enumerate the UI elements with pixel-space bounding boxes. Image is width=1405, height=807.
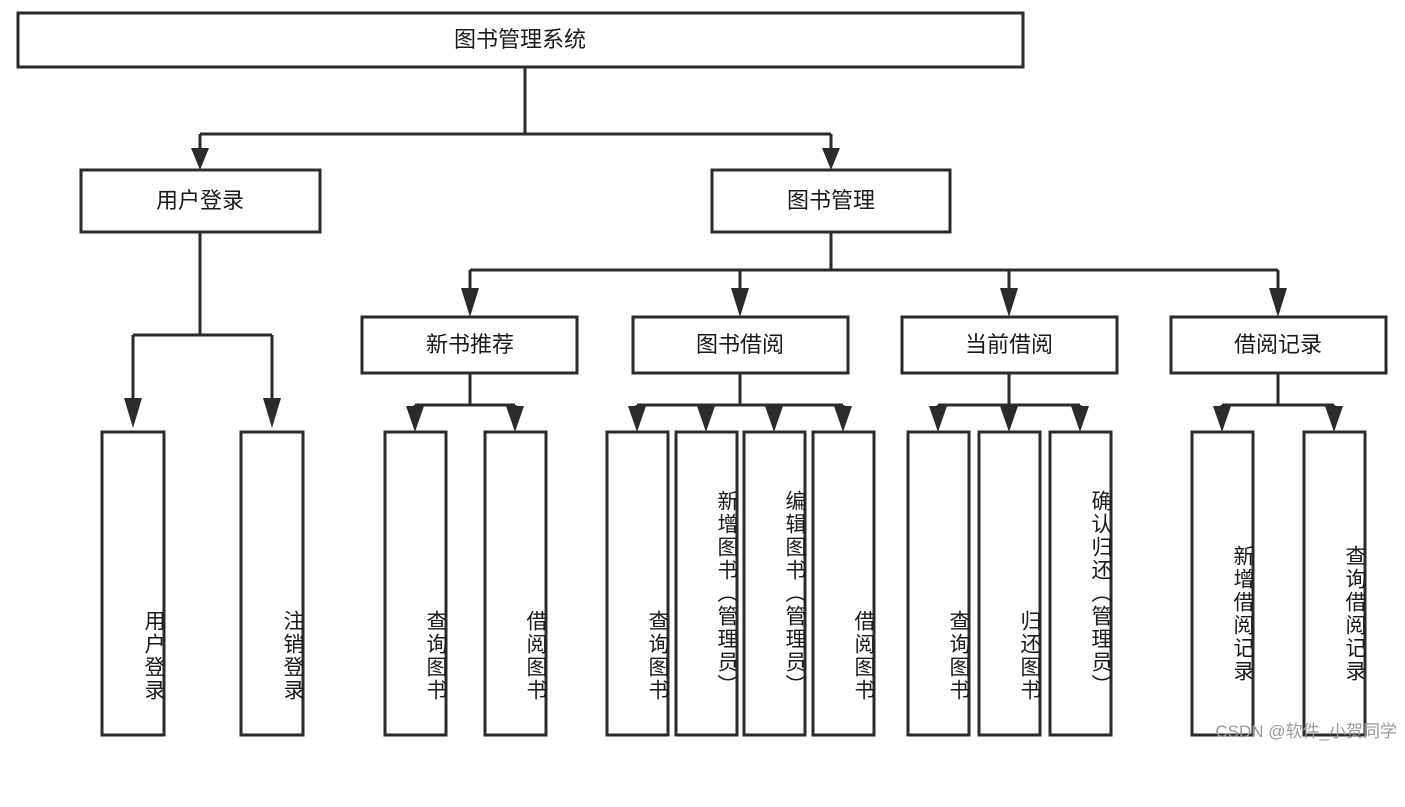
node-current-borrow[interactable]: 当前借阅 — [900, 315, 1119, 375]
csdn-watermark: CSDN @软件_小贺同学 — [1215, 722, 1397, 741]
leaf-box-borrow-add-book[interactable] — [674, 430, 739, 737]
node-book-borrow[interactable]: 图书借阅 — [631, 315, 850, 375]
arrow-head-records-leaf-2 — [1325, 406, 1343, 432]
node-borrow-records-label: 借阅记录 — [1234, 332, 1322, 357]
node-current-borrow-box[interactable] — [900, 315, 1119, 375]
leaf-box-recommend-query-book[interactable] — [383, 430, 448, 737]
arrow-head-borrow-leaf-4 — [834, 406, 852, 432]
arrow-head-recommend-leaf-2 — [506, 406, 524, 432]
node-user-login-label: 用户登录 — [156, 188, 244, 213]
arrow-head-new-book-recommend — [461, 288, 479, 317]
node-root-box[interactable] — [16, 11, 1025, 69]
leaf-box-records-add-record[interactable] — [1190, 430, 1255, 737]
node-borrow-records-box[interactable] — [1169, 315, 1388, 375]
arrow-head-leaf-user-login — [124, 398, 142, 428]
node-new-book-recommend-box[interactable] — [360, 315, 579, 375]
node-book-management[interactable]: 图书管理 — [710, 168, 952, 234]
node-book-management-box[interactable] — [710, 168, 952, 234]
leaf-box-current-return-book[interactable] — [977, 430, 1042, 737]
arrow-head-borrow-leaf-2 — [697, 406, 715, 432]
arrow-head-borrow-records — [1269, 288, 1287, 317]
leaf-box-user-login[interactable] — [100, 430, 166, 737]
leaf-box-recommend-borrow-book[interactable] — [483, 430, 548, 737]
arrow-head-current-borrow — [1000, 288, 1018, 317]
node-current-borrow-label: 当前借阅 — [965, 332, 1053, 357]
node-borrow-records[interactable]: 借阅记录 — [1169, 315, 1388, 375]
arrow-head-user-login — [191, 148, 209, 170]
arrow-head-borrow-leaf-1 — [628, 406, 646, 432]
node-user-login-box[interactable] — [79, 168, 322, 234]
leaf-box-logout[interactable] — [239, 430, 305, 737]
arrow-head-leaf-logout — [263, 398, 281, 428]
node-new-book-recommend[interactable]: 新书推荐 — [360, 315, 579, 375]
arrow-head-borrow-leaf-3 — [765, 406, 783, 432]
arrow-head-current-leaf-2 — [1000, 406, 1018, 432]
connector-group — [124, 67, 1343, 432]
arrow-head-book-borrow — [731, 288, 749, 317]
node-new-book-recommend-label: 新书推荐 — [426, 332, 514, 357]
leaf-box-borrow-borrow-book[interactable] — [811, 430, 876, 737]
arrow-head-current-leaf-3 — [1071, 406, 1089, 432]
node-root[interactable]: 图书管理系统 — [16, 11, 1025, 69]
leaf-box-borrow-edit-book[interactable] — [742, 430, 807, 737]
arrow-head-records-leaf-1 — [1213, 406, 1231, 432]
arrow-head-book-mgmt — [822, 148, 840, 170]
hierarchy-tree-svg: 图书管理系统 用户登录 图书管理 新书推荐 图书借阅 当前借阅 借阅记录 — [16, 11, 1388, 737]
leaf-box-borrow-query-book[interactable] — [605, 430, 670, 737]
diagram-canvas: 图书管理系统 用户登录 图书管理 新书推荐 图书借阅 当前借阅 借阅记录 — [16, 11, 1397, 741]
node-book-borrow-box[interactable] — [631, 315, 850, 375]
arrow-head-recommend-leaf-1 — [406, 406, 424, 432]
leaf-box-current-confirm-return[interactable] — [1048, 430, 1113, 737]
node-user-login[interactable]: 用户登录 — [79, 168, 322, 234]
leaf-box-records-query-record[interactable] — [1302, 430, 1367, 737]
node-book-borrow-label: 图书借阅 — [696, 332, 784, 357]
leaf-box-current-query-book[interactable] — [906, 430, 971, 737]
node-book-management-label: 图书管理 — [787, 188, 875, 213]
arrow-head-current-leaf-1 — [929, 406, 947, 432]
node-root-label: 图书管理系统 — [454, 27, 586, 52]
